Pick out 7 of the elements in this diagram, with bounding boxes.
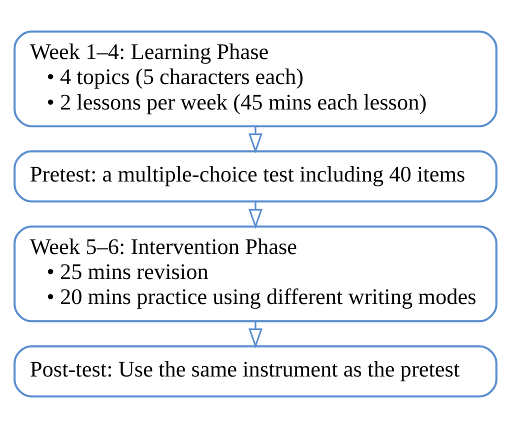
- arrow: [248, 321, 262, 348]
- arrow: [248, 126, 262, 153]
- node-box: Post-test: Use the same instrument as the pretest: [13, 344, 497, 397]
- arrow: [248, 201, 262, 228]
- node-box: Pretest: a multiple-choice test including 40 items: [13, 150, 497, 202]
- node-box: Week 1–4: Learning Phase • 4 topics (5 characters each) • 2 lessons per week (45 mins each lesson): [13, 30, 497, 127]
- node-box: Week 5–6: Intervention Phase • 25 mins revision • 20 mins practice using different writing modes: [13, 225, 497, 322]
